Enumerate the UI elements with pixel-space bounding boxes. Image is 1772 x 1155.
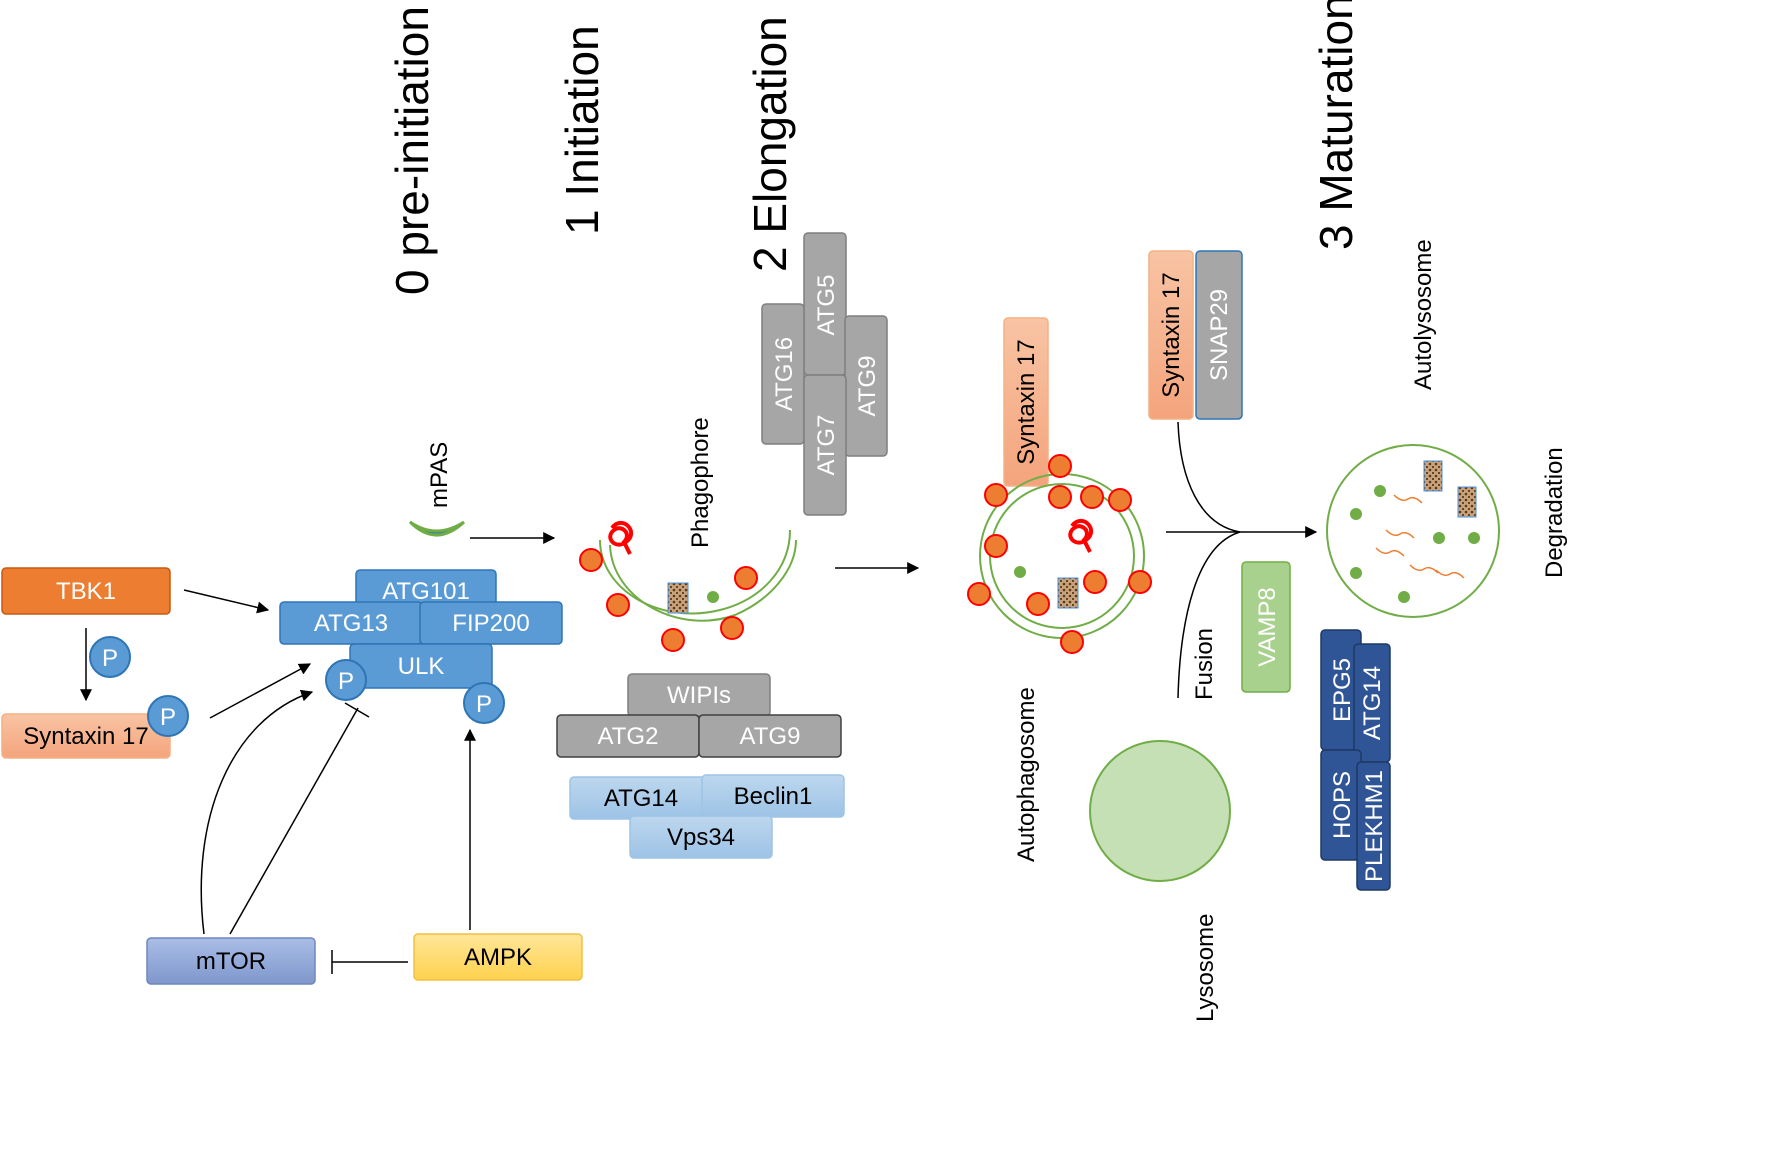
tbk1-box [1,567,171,615]
mtor-inhibits-ulk-bar [344,702,370,718]
tbk1-label: TBK1 [56,578,116,605]
autophagosome-label: Autophagosome [1013,687,1040,862]
fusion-label: Fusion [1191,628,1218,700]
hops-label: HOPS [1329,771,1356,839]
vamp8-label: VAMP8 [1254,587,1281,667]
stage-1-heading: 1 Initiation [556,25,608,235]
mtor-to-ulk-arrow [200,689,314,935]
epg5-label: EPG5 [1329,658,1356,722]
mtor-inhibits-ulk-line [229,707,359,935]
syntaxin17-label-left: Syntaxin 17 [23,723,148,750]
phagophore-label: Phagophore [687,417,714,548]
phagophore [579,520,797,652]
mtor-box [146,937,316,985]
plekhm1-label: PLEKHM1 [1361,770,1388,882]
syntaxin-to-ulk-arrow [209,663,312,719]
syntaxin17-box-autophagosome [1003,317,1049,487]
autolysosome-label: Autolysosome [1410,239,1437,390]
syntaxin17-box-fusion [1148,250,1194,420]
phospho-label-3: P [338,668,354,695]
atg5-label: ATG5 [813,275,840,336]
beclin1-label: Beclin1 [734,783,813,810]
vps34-label: Vps34 [667,824,735,851]
mtor-label: mTOR [196,948,266,975]
phospho-label-1: P [102,645,118,672]
phospho-circle-1 [89,636,131,678]
ampk-box [413,933,583,981]
stage-0-heading: 0 pre-initiation [386,6,438,295]
vamp8-box [1241,561,1291,693]
mpas-label: mPAS [426,442,453,508]
fusion-merge-upper [1177,421,1241,533]
vps34-box [629,815,773,859]
atg16-label: ATG16 [771,337,798,411]
lysosome-label: Lysosome [1192,914,1219,1023]
phospho-label-2: P [160,704,176,731]
plekhm1-box [1356,761,1391,891]
autophagosome [967,454,1152,654]
ulk-label: ULK [398,653,445,680]
phospho-label-4: P [476,691,492,718]
atg2-label: ATG2 [598,723,659,750]
atg7-box [803,374,847,516]
mpas-shape [408,520,466,537]
atg9-label-top: ATG9 [854,356,881,417]
stage-3-heading: 3 Maturation [1310,0,1362,250]
fip200-box [419,601,563,645]
ampk-label: AMPK [464,944,532,971]
atg9-label-bottom: ATG9 [740,723,801,750]
atg13-label: ATG13 [314,610,388,637]
snap29-box [1195,250,1243,420]
atg101-label: ATG101 [382,578,470,605]
snap29-label: SNAP29 [1206,289,1233,381]
wipis-label: WIPIs [667,682,731,709]
phospho-circle-3 [325,659,367,701]
fip200-label: FIP200 [452,610,529,637]
phospho-circle-4 [463,682,505,724]
wipis-box [627,673,771,717]
beclin1-box [701,774,845,818]
atg9-box-bottom [698,714,842,758]
degradation-label: Degradation [1541,447,1568,578]
autolysosome [1326,444,1500,618]
fusion-merge-lower [1177,531,1241,699]
stage-2-heading: 2 Elongation [744,16,796,272]
lysosome [1089,740,1231,882]
atg14-label-right: ATG14 [1359,666,1386,740]
tbk1-to-ulk-arrow [183,589,270,614]
atg14-label-left: ATG14 [604,785,678,812]
atg7-label: ATG7 [813,415,840,476]
syntaxin17-label-autophagosome: Syntaxin 17 [1013,339,1040,464]
phospho-circle-2 [147,695,189,737]
syntaxin17-label-fusion: Syntaxin 17 [1158,272,1185,397]
atg16-box [761,303,805,445]
